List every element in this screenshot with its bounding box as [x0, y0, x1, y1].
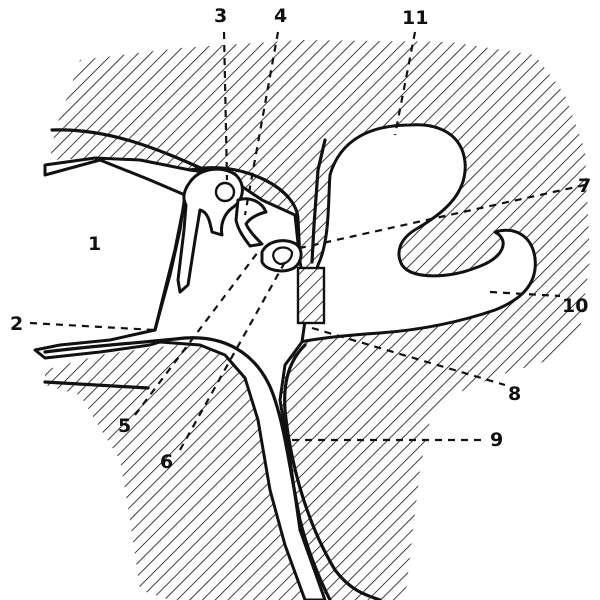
leader-11	[393, 31, 417, 136]
leader-7	[299, 183, 586, 250]
eustachian-wall	[283, 343, 382, 600]
leader-4	[243, 31, 280, 216]
label-6: 6	[160, 451, 173, 473]
labyrinth-wall	[310, 138, 327, 264]
label-9: 9	[490, 429, 503, 451]
canal-lower-wall	[43, 336, 332, 600]
leader-3	[222, 31, 229, 181]
stapes-footplate	[272, 246, 294, 266]
label-11: 11	[402, 7, 428, 29]
canal-upper-wall	[50, 128, 207, 172]
label-2: 2	[10, 313, 23, 335]
label-5: 5	[118, 415, 131, 437]
label-8: 8	[508, 383, 521, 405]
leader-10	[489, 290, 561, 298]
inner-ear-cavity	[298, 123, 537, 344]
leader-2	[29, 321, 156, 332]
tympanic-membrane	[153, 198, 187, 332]
canal-floor	[43, 380, 150, 390]
label-10: 10	[562, 295, 588, 317]
label-1: 1	[88, 233, 101, 255]
middle-ear-outline	[188, 166, 302, 264]
label-3: 3	[214, 5, 227, 27]
incus-ossicle	[234, 197, 268, 248]
round-window-bone	[296, 266, 326, 325]
leader-6	[179, 261, 286, 451]
leader-5	[134, 251, 259, 416]
label-7: 7	[578, 175, 591, 197]
malleus-head	[214, 181, 236, 203]
label-4: 4	[274, 5, 287, 27]
stapes-ossicle	[260, 239, 303, 273]
